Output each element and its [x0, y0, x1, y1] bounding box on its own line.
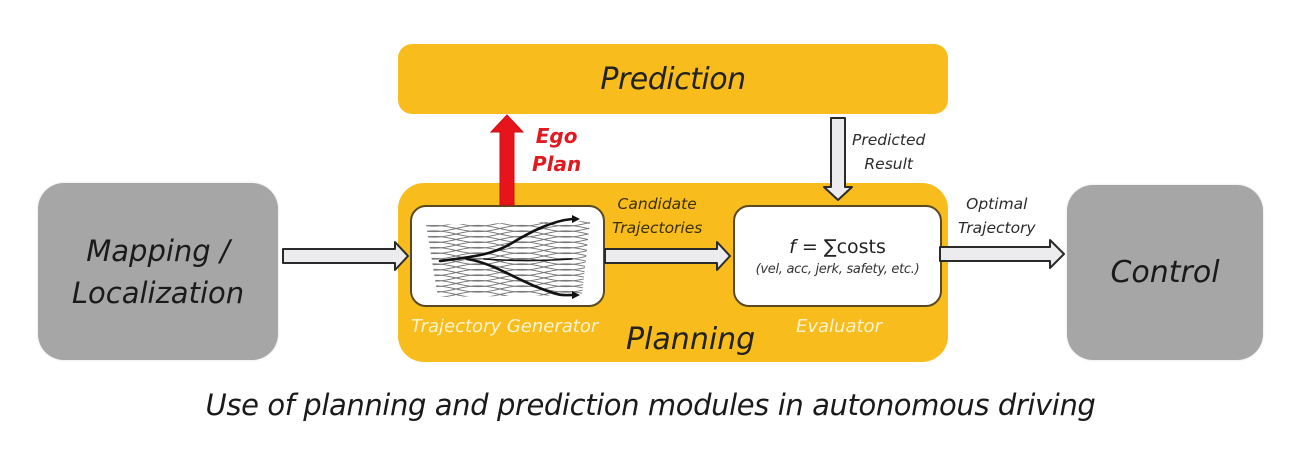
trajectory-mesh-line [426, 230, 590, 238]
evaluator-label: Evaluator [796, 316, 882, 337]
control-module: Control [1067, 185, 1263, 360]
branch-upper-arrowhead [572, 215, 580, 223]
optimal-line1: Optimal [966, 195, 1028, 213]
trajectory-mesh-line [426, 246, 590, 255]
trajectory-mesh-line [426, 274, 590, 282]
ego-plan-line1: Ego [535, 124, 578, 148]
trajectory-mesh-line [426, 274, 590, 282]
control-label: Control [1110, 255, 1220, 290]
formula-sum: = ∑costs [795, 235, 886, 258]
trajectory-generator-box [410, 205, 605, 307]
ego-plan-label: Ego Plan [532, 122, 581, 178]
branch-lower [465, 257, 576, 297]
candidate-trajectories-label: Candidate Trajectories [612, 192, 702, 240]
trajectory-fan-icon [426, 215, 590, 299]
trajectory-mesh-line [426, 279, 590, 288]
arrow-candidate-trajectories [604, 241, 731, 271]
branch-middle [483, 258, 573, 262]
cost-formula: f = ∑costs [789, 236, 886, 258]
trajectory-mesh-line [426, 285, 590, 293]
arrow-ego-plan [489, 114, 525, 206]
prediction-label: Prediction [600, 61, 746, 97]
candidate-line2: Trajectories [612, 219, 703, 237]
prediction-module: Prediction [398, 44, 948, 114]
predicted-result-line1: Predicted [852, 131, 926, 149]
optimal-line2: Trajectory [958, 219, 1036, 237]
arrow-predicted-result [823, 117, 853, 201]
trajectory-mesh-line [426, 263, 590, 271]
trajectory-mesh-line [426, 230, 590, 238]
candidate-line1: Candidate [617, 195, 697, 213]
arrow-mapping-to-planning [282, 241, 409, 271]
trajectory-mesh-line [426, 285, 590, 293]
trajectory-mesh-line [426, 263, 590, 271]
trajectory-mesh-line [426, 268, 590, 277]
arrow-optimal-trajectory [939, 239, 1065, 269]
trajectory-mesh-line [426, 279, 590, 288]
trajectory-mesh-line [426, 246, 590, 255]
predicted-result-line2: Result [864, 155, 913, 173]
cost-terms: (vel, acc, jerk, safety, etc.) [755, 261, 920, 277]
branch-lower-arrowhead [572, 291, 580, 299]
mapping-label-line1: Mapping / [86, 233, 230, 268]
trajectory-mesh-line [426, 290, 590, 297]
planning-label: Planning [626, 322, 756, 357]
formula-f: f [789, 235, 796, 258]
trajectory-mesh-line [426, 235, 590, 244]
trajectory-mesh-line [426, 257, 590, 266]
trajectory-mesh-line [426, 241, 590, 249]
mapping-localization-module: Mapping / Localization [38, 183, 278, 360]
ego-plan-line2: Plan [532, 152, 582, 176]
trajectory-mesh-line [426, 252, 590, 260]
figure-caption: Use of planning and prediction modules i… [205, 388, 1096, 422]
trajectory-mesh-line [426, 224, 590, 233]
branch-upper [438, 217, 574, 263]
trajectory-generator-label: Trajectory Generator [411, 316, 599, 337]
predicted-result-label: Predicted Result [852, 128, 925, 176]
trajectory-mesh-line [426, 224, 590, 233]
optimal-trajectory-label: Optimal Trajectory [958, 192, 1036, 240]
mapping-label-line2: Localization [71, 275, 245, 310]
trajectory-mesh-line [426, 235, 590, 244]
